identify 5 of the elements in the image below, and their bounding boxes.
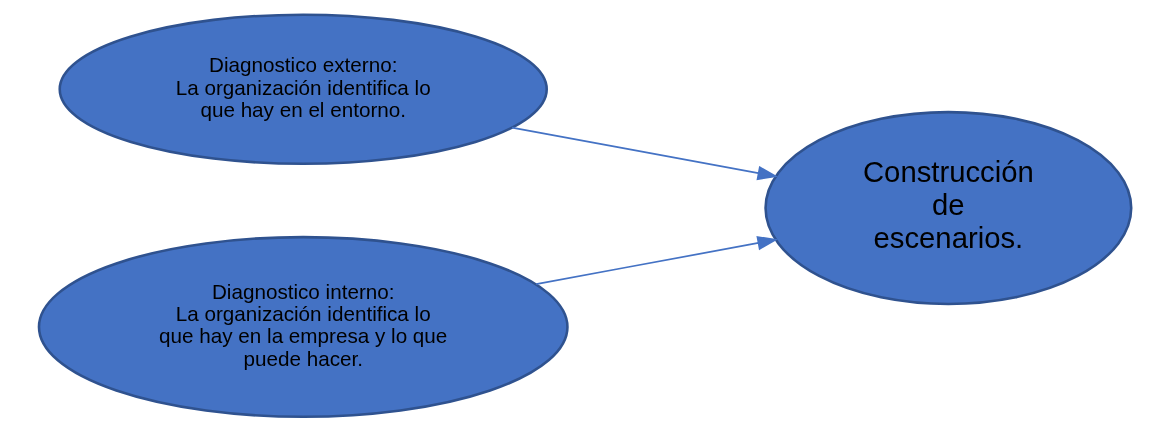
- arrow: [510, 126, 778, 181]
- node-ellipse: Diagnostico interno: La organización identifica lo que hay en la empresa y lo que puede hacer.: [37, 235, 569, 419]
- node-ellipse: Diagnostico externo: La organización identifica lo que hay en el entorno.: [57, 13, 548, 166]
- node-ellipse: Construcción de escenarios.: [763, 110, 1132, 306]
- arrow: [534, 235, 778, 285]
